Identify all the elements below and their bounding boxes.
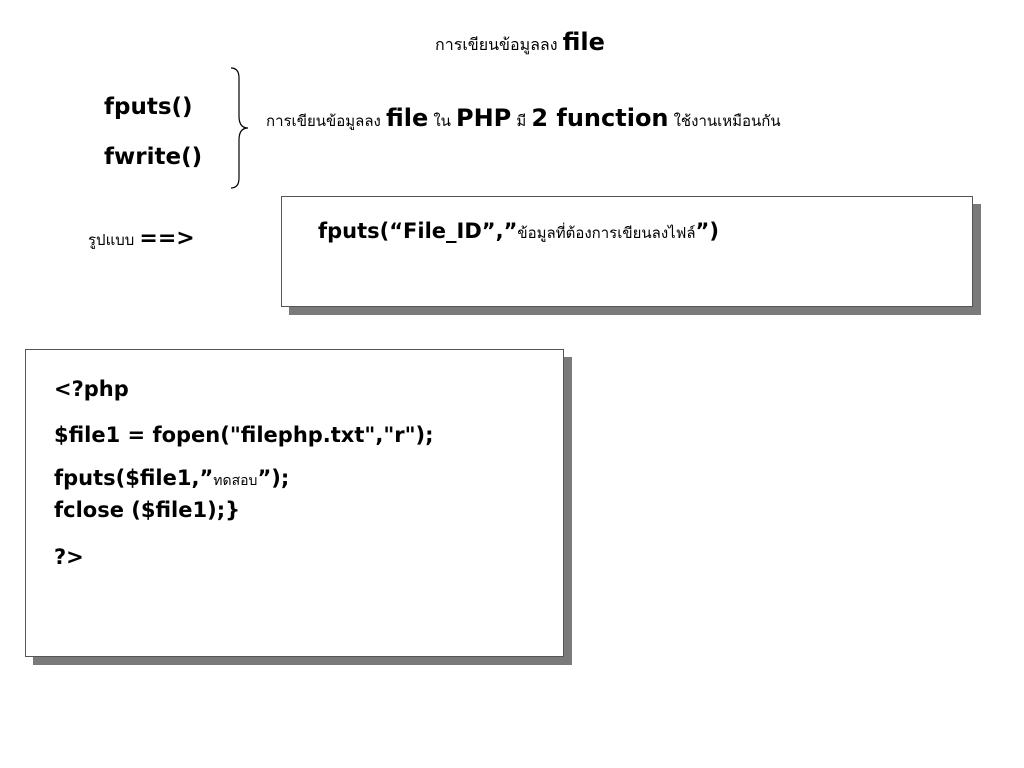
function-name-fputs: fputs() — [104, 94, 193, 120]
code-fputs-suffix: ”); — [257, 466, 290, 490]
slide-title: การเขียนข้อมูลลง file — [0, 28, 1024, 58]
code-fputs-prefix: fputs($file1,” — [54, 466, 214, 490]
code-line-open-tag: <?php — [54, 377, 129, 401]
desc-rest: ใช้งานเหมือนกัน — [673, 112, 781, 130]
code-line-fopen: $file1 = fopen("filephp.txt","r"); — [54, 423, 434, 447]
desc-have-word: มี — [516, 112, 527, 130]
curly-brace-icon — [230, 67, 249, 189]
desc-file-word: file — [385, 104, 429, 132]
code-example-box: <?php $file1 = fopen("filephp.txt","r");… — [25, 349, 564, 657]
syntax-thai: ข้อมูลที่ต้องการเขียนลงไฟล์ — [517, 224, 696, 242]
desc-part1: การเขียนข้อมูลลง — [266, 112, 381, 130]
syntax-prefix: fputs(“File_ID”,” — [318, 219, 518, 243]
syntax-box: fputs(“File_ID”,”ข้อมูลที่ต้องการเขียนลง… — [281, 196, 973, 307]
format-label-thai: รูปแบบ — [88, 231, 135, 249]
format-label: รูปแบบ ==> — [88, 226, 195, 252]
format-arrow: ==> — [139, 226, 195, 251]
desc-function-count: 2 function — [531, 104, 669, 132]
desc-php-word: PHP — [456, 104, 512, 132]
code-line-fputs: fputs($file1,”ทดสอบ”); — [54, 466, 289, 492]
title-thai-text: การเขียนข้อมูลลง — [435, 35, 558, 54]
function-description: การเขียนข้อมูลลง file ใน PHP มี 2 functi… — [266, 104, 781, 133]
syntax-suffix: ”) — [695, 219, 719, 243]
syntax-line: fputs(“File_ID”,”ข้อมูลที่ต้องการเขียนลง… — [318, 219, 719, 245]
desc-in-word: ใน — [433, 112, 451, 130]
code-line-fclose: fclose ($file1);} — [54, 498, 241, 522]
title-keyword: file — [562, 28, 605, 56]
code-fputs-thai: ทดสอบ — [213, 473, 258, 489]
code-line-close-tag: ?> — [54, 545, 84, 569]
function-name-fwrite: fwrite() — [104, 144, 203, 170]
